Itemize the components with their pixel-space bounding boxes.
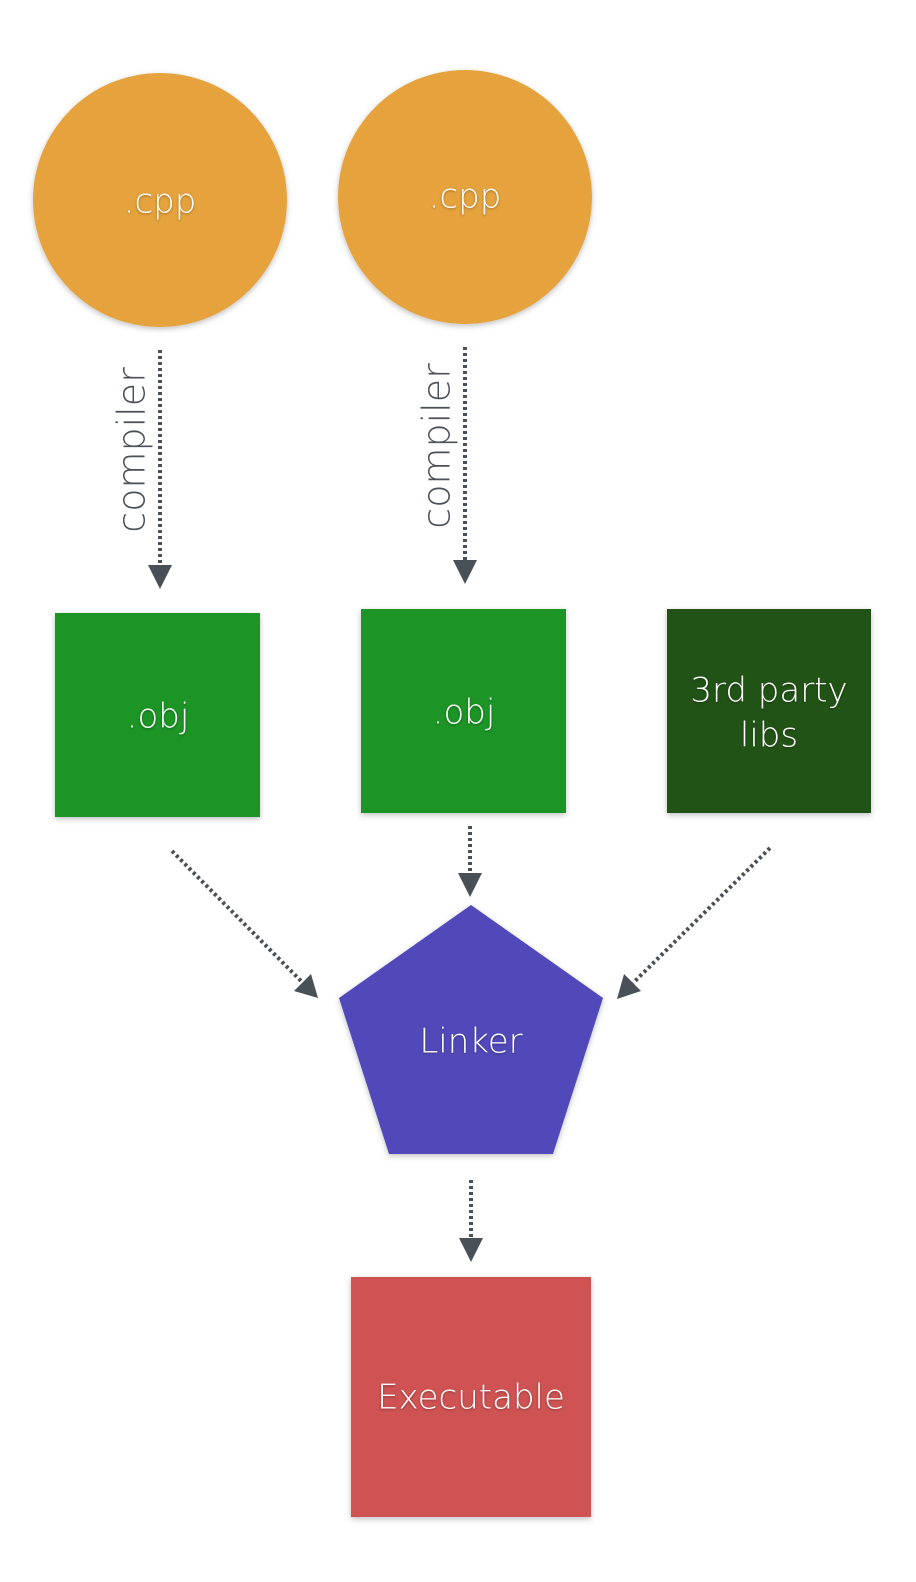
executable-box [351,1277,591,1517]
cpp-circle-right [338,70,592,324]
link-arrow-obj-left [170,849,318,998]
obj-node-right: .obj [361,609,566,813]
link-arrow-libs-line [631,846,772,985]
link-arrow-libs-head [617,974,641,999]
compiler-label-left: compiler [110,367,154,533]
compiler-arrow-left-head [148,565,172,589]
produce-executable-arrow-head [459,1238,483,1262]
libs-label-line1: 3rd party [690,671,847,711]
compiler-arrow-left: compiler [110,350,172,589]
obj-node-left: .obj [55,613,260,817]
libs-label-line2: libs [740,716,798,756]
executable-node: Executable [351,1277,591,1517]
obj-label-left: .obj [127,697,190,737]
cpp-circle-left [33,73,287,327]
compiler-arrow-right: compiler [415,347,477,584]
link-arrow-obj-right-head [458,873,482,897]
link-arrow-libs [617,846,772,999]
link-arrow-obj-left-head [294,974,318,998]
linker-label: Linker [419,1022,522,1062]
third-party-libs-node: 3rd party libs [667,609,871,813]
obj-box-left [55,613,260,817]
cpp-source-node-left: .cpp [33,73,287,327]
linker-node: Linker [339,905,603,1154]
libs-box [667,609,871,813]
obj-label-right: .obj [433,693,496,733]
link-arrow-obj-left-line [170,849,305,985]
obj-box-right [361,609,566,813]
link-arrow-obj-right [458,826,482,897]
executable-label: Executable [377,1378,565,1418]
compiler-arrow-right-head [453,560,477,584]
produce-executable-arrow [459,1180,483,1262]
linker-pentagon [339,905,603,1154]
cpp-label-left: .cpp [124,182,197,222]
cpp-source-node-right: .cpp [338,70,592,324]
cpp-label-right: .cpp [429,177,502,217]
compiler-label-right: compiler [415,363,459,529]
